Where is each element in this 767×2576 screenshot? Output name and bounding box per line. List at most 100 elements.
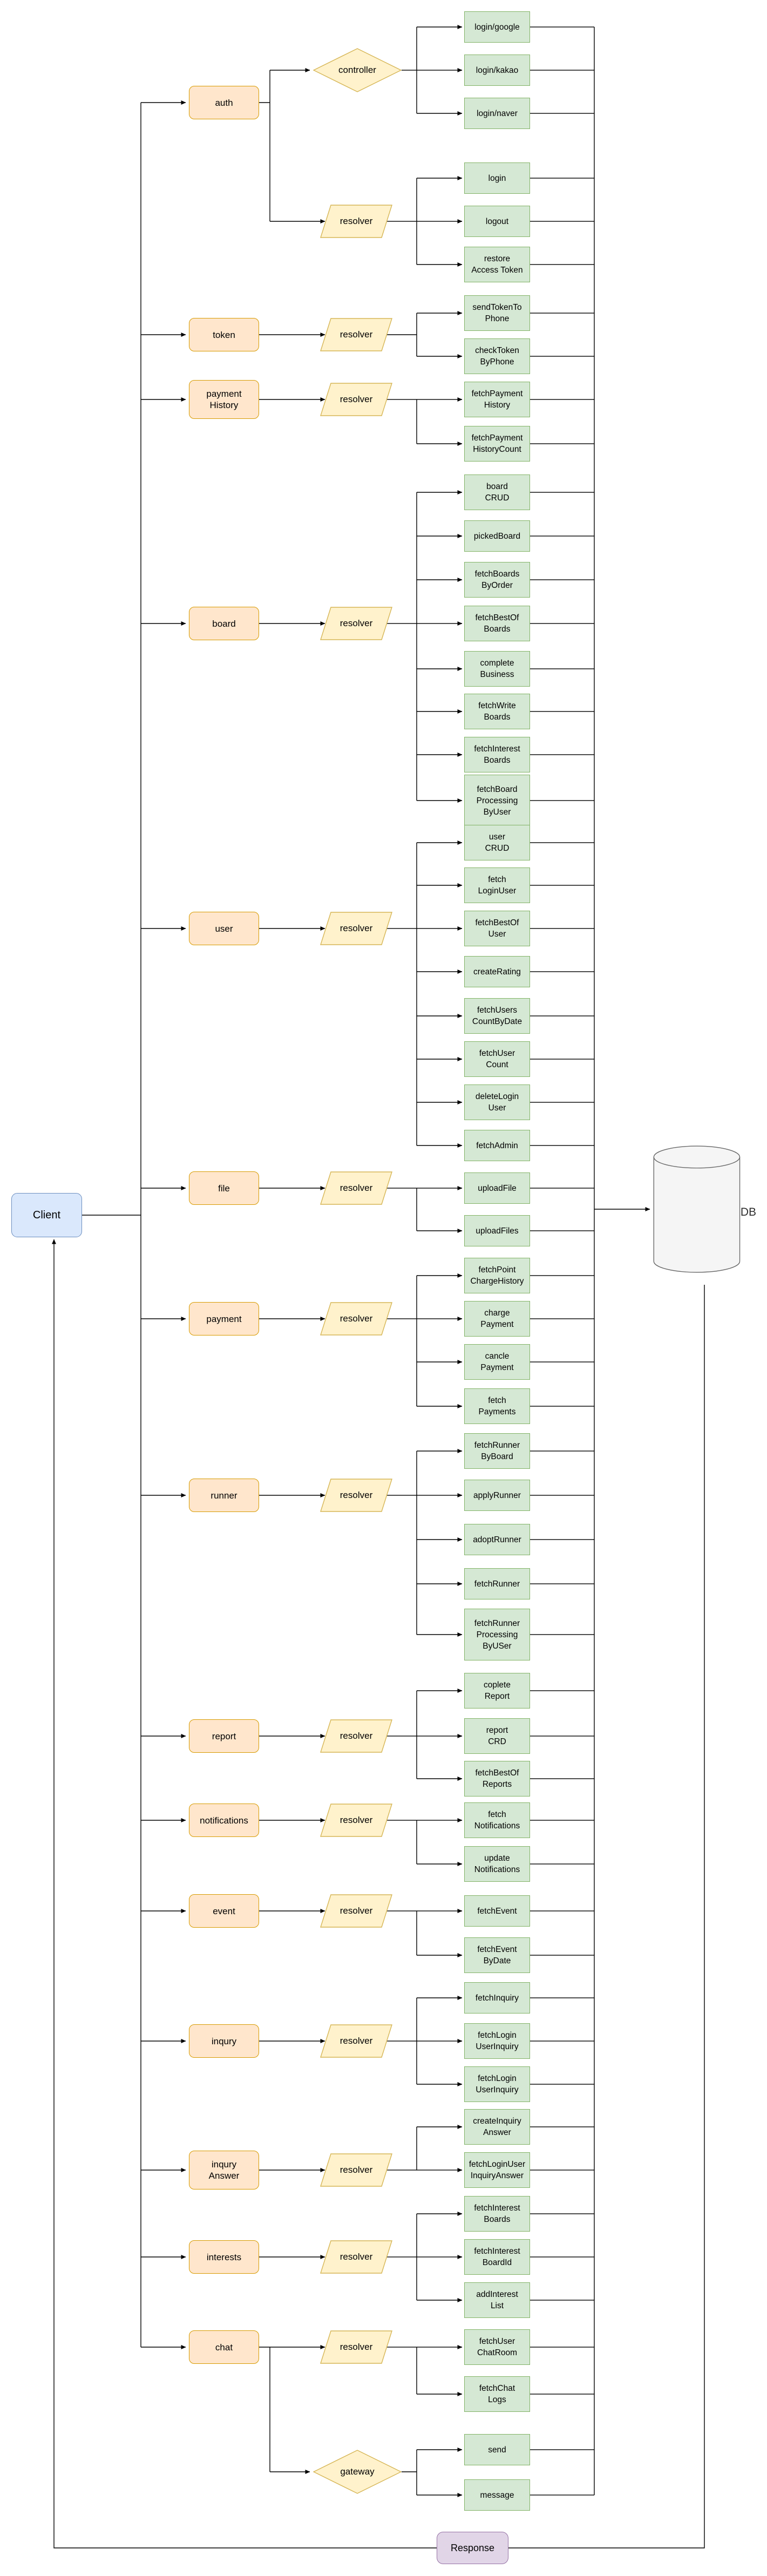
leaf-fetch-admin: fetchAdmin <box>464 1130 530 1161</box>
leaf-login-google: login/google <box>464 11 530 43</box>
leaf-fetch-boards-by-order: fetchBoards ByOrder <box>464 562 530 598</box>
leaf-upload-file-label: uploadFile <box>478 1183 517 1193</box>
module-runner-label: runner <box>211 1490 237 1501</box>
module-payment-history-label: payment History <box>206 389 242 410</box>
file-resolver-label: resolver <box>340 1183 373 1193</box>
leaf-send: send <box>464 2434 530 2465</box>
module-event: event <box>189 1894 259 1928</box>
leaf-restore-access-token-label: restore Access Token <box>471 254 523 275</box>
token-resolver-label: resolver <box>340 329 373 340</box>
leaf-complete-business: complete Business <box>464 651 530 687</box>
parallelogram-outline-icon <box>320 383 392 416</box>
leaf-fetch-best-of-reports-label: fetchBestOf Reports <box>475 1768 519 1789</box>
leaf-report-crd: report CRD <box>464 1718 530 1754</box>
leaf-fetch-login-user-inquiry-answer: fetchLoginUser InquiryAnswer <box>464 2152 530 2188</box>
module-notifications: notifications <box>189 1804 259 1837</box>
leaf-create-rating: createRating <box>464 956 530 987</box>
leaf-delete-login-user: deleteLogin User <box>464 1084 530 1120</box>
parallelogram-outline-icon <box>320 1894 392 1928</box>
user-resolver-parallelogram-shape: resolver <box>320 912 392 945</box>
leaf-fetch-board-processing-by-user: fetchBoard Processing ByUser <box>464 775 530 826</box>
leaf-send-token-to-phone: sendTokenTo Phone <box>464 295 530 331</box>
module-board: board <box>189 607 259 640</box>
runner-resolver-label: resolver <box>340 1490 373 1500</box>
leaf-fetch-board-processing-by-user-label: fetchBoard Processing ByUser <box>476 784 518 817</box>
leaf-fetch-user-count: fetchUser Count <box>464 1041 530 1077</box>
diamond-outline-icon <box>313 48 402 92</box>
payment-history-resolver-parallelogram-shape: resolver <box>320 383 392 416</box>
leaf-create-rating-label: createRating <box>473 967 521 977</box>
module-auth-label: auth <box>215 97 233 108</box>
event-resolver-parallelogram-shape: resolver <box>320 1894 392 1928</box>
module-runner: runner <box>189 1479 259 1512</box>
leaf-fetch-runner-by-board: fetchRunner ByBoard <box>464 1433 530 1469</box>
module-chat-label: chat <box>215 2342 233 2353</box>
leaf-report-crd-label: report CRD <box>486 1726 508 1746</box>
inqury-answer-resolver-parallelogram-shape: resolver <box>320 2153 392 2187</box>
chat-resolver-label: resolver <box>340 2342 373 2352</box>
leaf-login: login <box>464 162 530 194</box>
parallelogram-outline-icon <box>320 1479 392 1512</box>
db-cylinder-icon <box>653 1145 741 1273</box>
inqury-answer-resolver-label: resolver <box>340 2165 373 2175</box>
leaf-fetch-best-of-boards-label: fetchBestOf Boards <box>475 613 519 634</box>
leaf-fetch-payments-label: fetch Payments <box>478 1396 516 1416</box>
leaf-fetch-best-of-user: fetchBestOf User <box>464 911 530 946</box>
module-user: user <box>189 912 259 945</box>
leaf-fetch-login-user-label: fetch LoginUser <box>478 875 517 896</box>
parallelogram-outline-icon <box>320 1804 392 1837</box>
leaf-fetch-runner-processing-by-user-label: fetchRunner Processing ByUSer <box>474 1618 520 1651</box>
interests-resolver-label: resolver <box>340 2252 373 2262</box>
auth-controller-label: controller <box>338 65 376 75</box>
leaf-message-label: message <box>480 2490 514 2500</box>
interests-resolver-parallelogram-shape: resolver <box>320 2240 392 2274</box>
leaf-fetch-inquiry: fetchInquiry <box>464 1982 530 2014</box>
leaf-fetch-login-user-inquiry-answer-label: fetchLoginUser InquiryAnswer <box>469 2160 526 2180</box>
parallelogram-outline-icon <box>320 2240 392 2274</box>
leaf-fetch-best-of-reports: fetchBestOf Reports <box>464 1761 530 1797</box>
leaf-fetch-interest-board-id-label: fetchInterest BoardId <box>474 2247 520 2267</box>
leaf-fetch-chat-logs-label: fetchChat Logs <box>479 2384 515 2404</box>
leaf-fetch-payment-history: fetchPayment History <box>464 382 530 417</box>
parallelogram-outline-icon <box>320 607 392 640</box>
leaf-fetch-login-user-inquiry-1: fetchLogin UserInquiry <box>464 2023 530 2059</box>
leaf-fetch-users-count-by-date: fetchUsers CountByDate <box>464 998 530 1034</box>
report-resolver-parallelogram-shape: resolver <box>320 1719 392 1753</box>
notifications-resolver-label: resolver <box>340 1815 373 1825</box>
client-label: Client <box>32 1209 61 1221</box>
leaf-fetch-write-boards: fetchWrite Boards <box>464 694 530 729</box>
leaf-fetch-event-label: fetchEvent <box>477 1906 517 1916</box>
module-payment: payment <box>189 1302 259 1336</box>
leaf-fetch-users-count-by-date-label: fetchUsers CountByDate <box>472 1006 522 1026</box>
leaf-fetch-interest-boards-2: fetchInterest Boards <box>464 2196 530 2232</box>
leaf-add-interest-list: addInterest List <box>464 2282 530 2318</box>
file-resolver-parallelogram-shape: resolver <box>320 1171 392 1205</box>
leaf-add-interest-list-label: addInterest List <box>476 2290 518 2310</box>
leaf-apply-runner: applyRunner <box>464 1480 530 1511</box>
leaf-create-inquiry-answer: createInquiry Answer <box>464 2109 530 2145</box>
leaf-send-label: send <box>488 2445 506 2455</box>
leaf-picked-board: pickedBoard <box>464 520 530 552</box>
leaf-fetch-payments: fetch Payments <box>464 1388 530 1424</box>
inqury-resolver-parallelogram-shape: resolver <box>320 2024 392 2058</box>
leaf-complete-business-label: complete Business <box>480 659 514 679</box>
payment-history-resolver-label: resolver <box>340 394 373 404</box>
runner-resolver-parallelogram-shape: resolver <box>320 1479 392 1512</box>
leaf-picked-board-label: pickedBoard <box>473 531 521 541</box>
parallelogram-outline-icon <box>320 205 392 238</box>
leaf-charge-payment-label: charge Payment <box>480 1309 514 1329</box>
response-node: Response <box>437 2532 508 2564</box>
leaf-logout: logout <box>464 206 530 237</box>
leaf-update-notifications-label: update Notifications <box>474 1854 520 1874</box>
leaf-fetch-inquiry-label: fetchInquiry <box>475 1993 519 2003</box>
leaf-fetch-payment-history-label: fetchPayment History <box>471 389 523 410</box>
leaf-send-token-to-phone-label: sendTokenTo Phone <box>472 303 522 323</box>
auth-controller-diamond-shape: controller <box>313 48 402 92</box>
parallelogram-outline-icon <box>320 912 392 945</box>
leaf-fetch-login-user-inquiry-1-label: fetchLogin UserInquiry <box>476 2031 519 2051</box>
leaf-cancle-payment-label: cancle Payment <box>480 1352 514 1372</box>
leaf-fetch-interest-boards: fetchInterest Boards <box>464 737 530 772</box>
leaf-board-crud: board CRUD <box>464 474 530 510</box>
leaf-fetch-chat-logs: fetchChat Logs <box>464 2376 530 2412</box>
